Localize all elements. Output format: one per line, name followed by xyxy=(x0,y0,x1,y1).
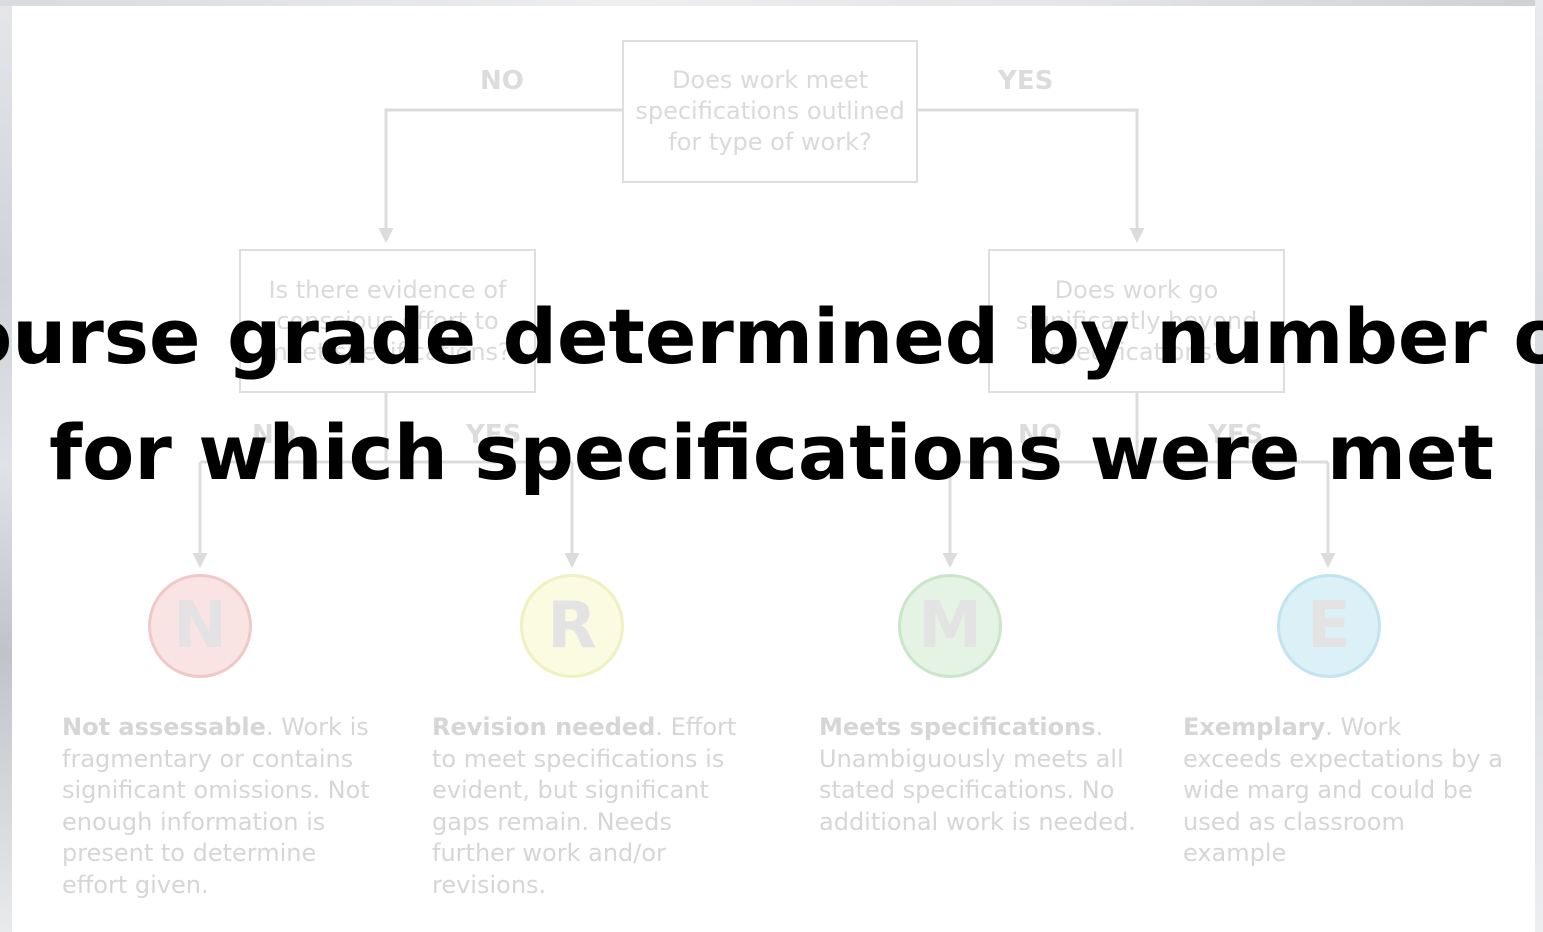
root-question-text: Does work meet specifications outlined f… xyxy=(635,66,905,156)
outcome-m-circle: M xyxy=(898,574,1002,678)
background-photo-edge-top xyxy=(0,0,1543,6)
outcome-r-circle: R xyxy=(520,574,624,678)
outcome-n-text: . Work is fragmentary or contains signif… xyxy=(62,713,370,899)
outcome-e-title: Exemplary xyxy=(1183,713,1326,741)
connector-root-no xyxy=(378,108,622,243)
outcome-n-letter: N xyxy=(173,589,227,663)
outcome-n-circle: N xyxy=(148,574,252,678)
outcome-r-title: Revision needed xyxy=(432,713,656,741)
outcome-r-letter: R xyxy=(547,589,597,663)
root-question-box: Does work meet specifications outlined f… xyxy=(622,40,918,183)
outcome-m-letter: M xyxy=(918,589,982,663)
outcome-e-description: Exemplary. Work exceeds expectations by … xyxy=(1183,712,1503,870)
left-question-box: Is there evidence of conscious effort to… xyxy=(239,249,536,393)
outcome-m-title: Meets specifications xyxy=(819,713,1096,741)
overlay-caption-line-1: ourse grade determined by number of un xyxy=(0,292,1543,381)
outcome-r-description: Revision needed. Effort to meet specific… xyxy=(432,712,752,901)
outcome-m-text: . Unambiguously meets all stated specifi… xyxy=(819,713,1136,836)
right-no-label: NO xyxy=(1018,420,1062,450)
left-question-text: Is there evidence of conscious effort to… xyxy=(264,275,511,366)
left-no-label: NO xyxy=(252,420,296,450)
outcome-n-description: Not assessable. Work is fragmentary or c… xyxy=(62,712,382,901)
left-yes-label: YES xyxy=(466,420,522,450)
root-yes-label: YES xyxy=(998,66,1054,96)
right-question-box: Does work go significantly beyond specif… xyxy=(988,249,1285,393)
background-photo-edge-right xyxy=(1535,0,1543,932)
outcome-r-text: . Effort to meet specifications is evide… xyxy=(432,713,737,899)
outcome-n-title: Not assessable xyxy=(62,713,266,741)
outcome-e-circle: E xyxy=(1277,574,1381,678)
root-no-label: NO xyxy=(480,66,524,96)
outcome-e-letter: E xyxy=(1307,589,1351,663)
outcome-m-description: Meets specifications. Unambiguously meet… xyxy=(819,712,1139,838)
right-yes-label: YES xyxy=(1208,420,1264,450)
background-photo-edge-left xyxy=(0,0,12,932)
outcome-e-text: . Work exceeds expectations by a wide ma… xyxy=(1183,713,1503,867)
connector-root-yes xyxy=(918,108,1145,243)
right-question-text: Does work go significantly beyond specif… xyxy=(1015,275,1258,366)
overlay-caption-line-2: for which specifications were met xyxy=(49,408,1494,497)
